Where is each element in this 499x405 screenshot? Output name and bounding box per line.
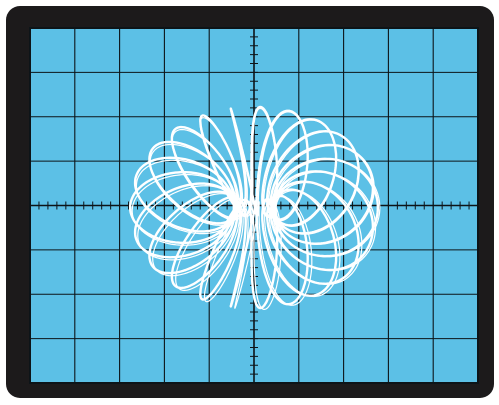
- oscilloscope-display: [0, 0, 499, 405]
